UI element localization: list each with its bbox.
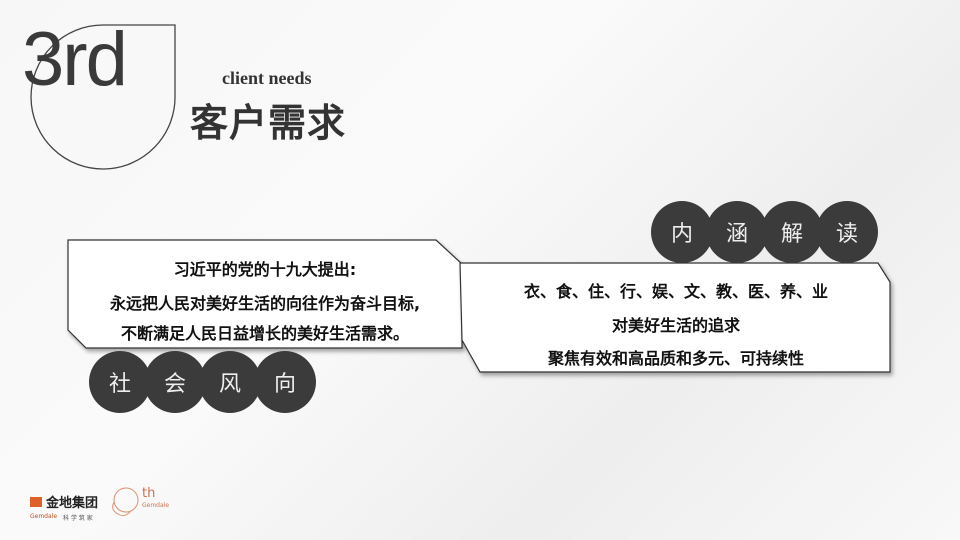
anniversary-label: th bbox=[142, 486, 156, 501]
logo-brand: 金地集团 bbox=[46, 496, 99, 511]
left-circle: 风 bbox=[199, 351, 261, 413]
company-logo: 金地集团 Gemdale 科 学 筑 家 bbox=[30, 492, 98, 522]
right-box bbox=[459, 262, 891, 373]
section-number: 3rd bbox=[22, 17, 128, 102]
logo-tagline: 科 学 筑 家 bbox=[63, 515, 93, 522]
drop-outline bbox=[30, 24, 176, 170]
left-box-line1: 永远把人民对美好生活的向往作为奋斗目标, bbox=[109, 294, 421, 313]
logo-en: Gemdale bbox=[30, 513, 58, 520]
right-box-line3: 聚焦有效和高品质和多元、可持续性 bbox=[547, 349, 804, 368]
left-box-line2: 不断满足人民日益增长的美好生活需求。 bbox=[120, 324, 409, 343]
logo-mark-icon bbox=[30, 496, 42, 507]
left-circle: 社 bbox=[89, 351, 151, 413]
right-circle: 读 bbox=[816, 201, 878, 263]
left-box-heading: 习近平的党的十九大提出: bbox=[173, 260, 357, 279]
left-box bbox=[67, 239, 463, 349]
section-subtitle-en: client needs bbox=[222, 68, 312, 88]
left-circle: 向 bbox=[254, 351, 316, 413]
section-title: 客户需求 bbox=[190, 101, 347, 145]
anniversary-brand: Gemdale bbox=[142, 502, 170, 509]
right-box-line1: 衣、食、住、行、娱、文、教、医、养、业 bbox=[523, 282, 828, 301]
right-circle: 内 bbox=[651, 201, 713, 263]
anniversary-mark-icon bbox=[112, 487, 139, 517]
left-circle: 会 bbox=[144, 351, 206, 413]
right-box-line2: 对美好生活的追求 bbox=[611, 316, 740, 335]
right-circle: 解 bbox=[761, 201, 823, 263]
right-circle: 涵 bbox=[706, 201, 768, 263]
